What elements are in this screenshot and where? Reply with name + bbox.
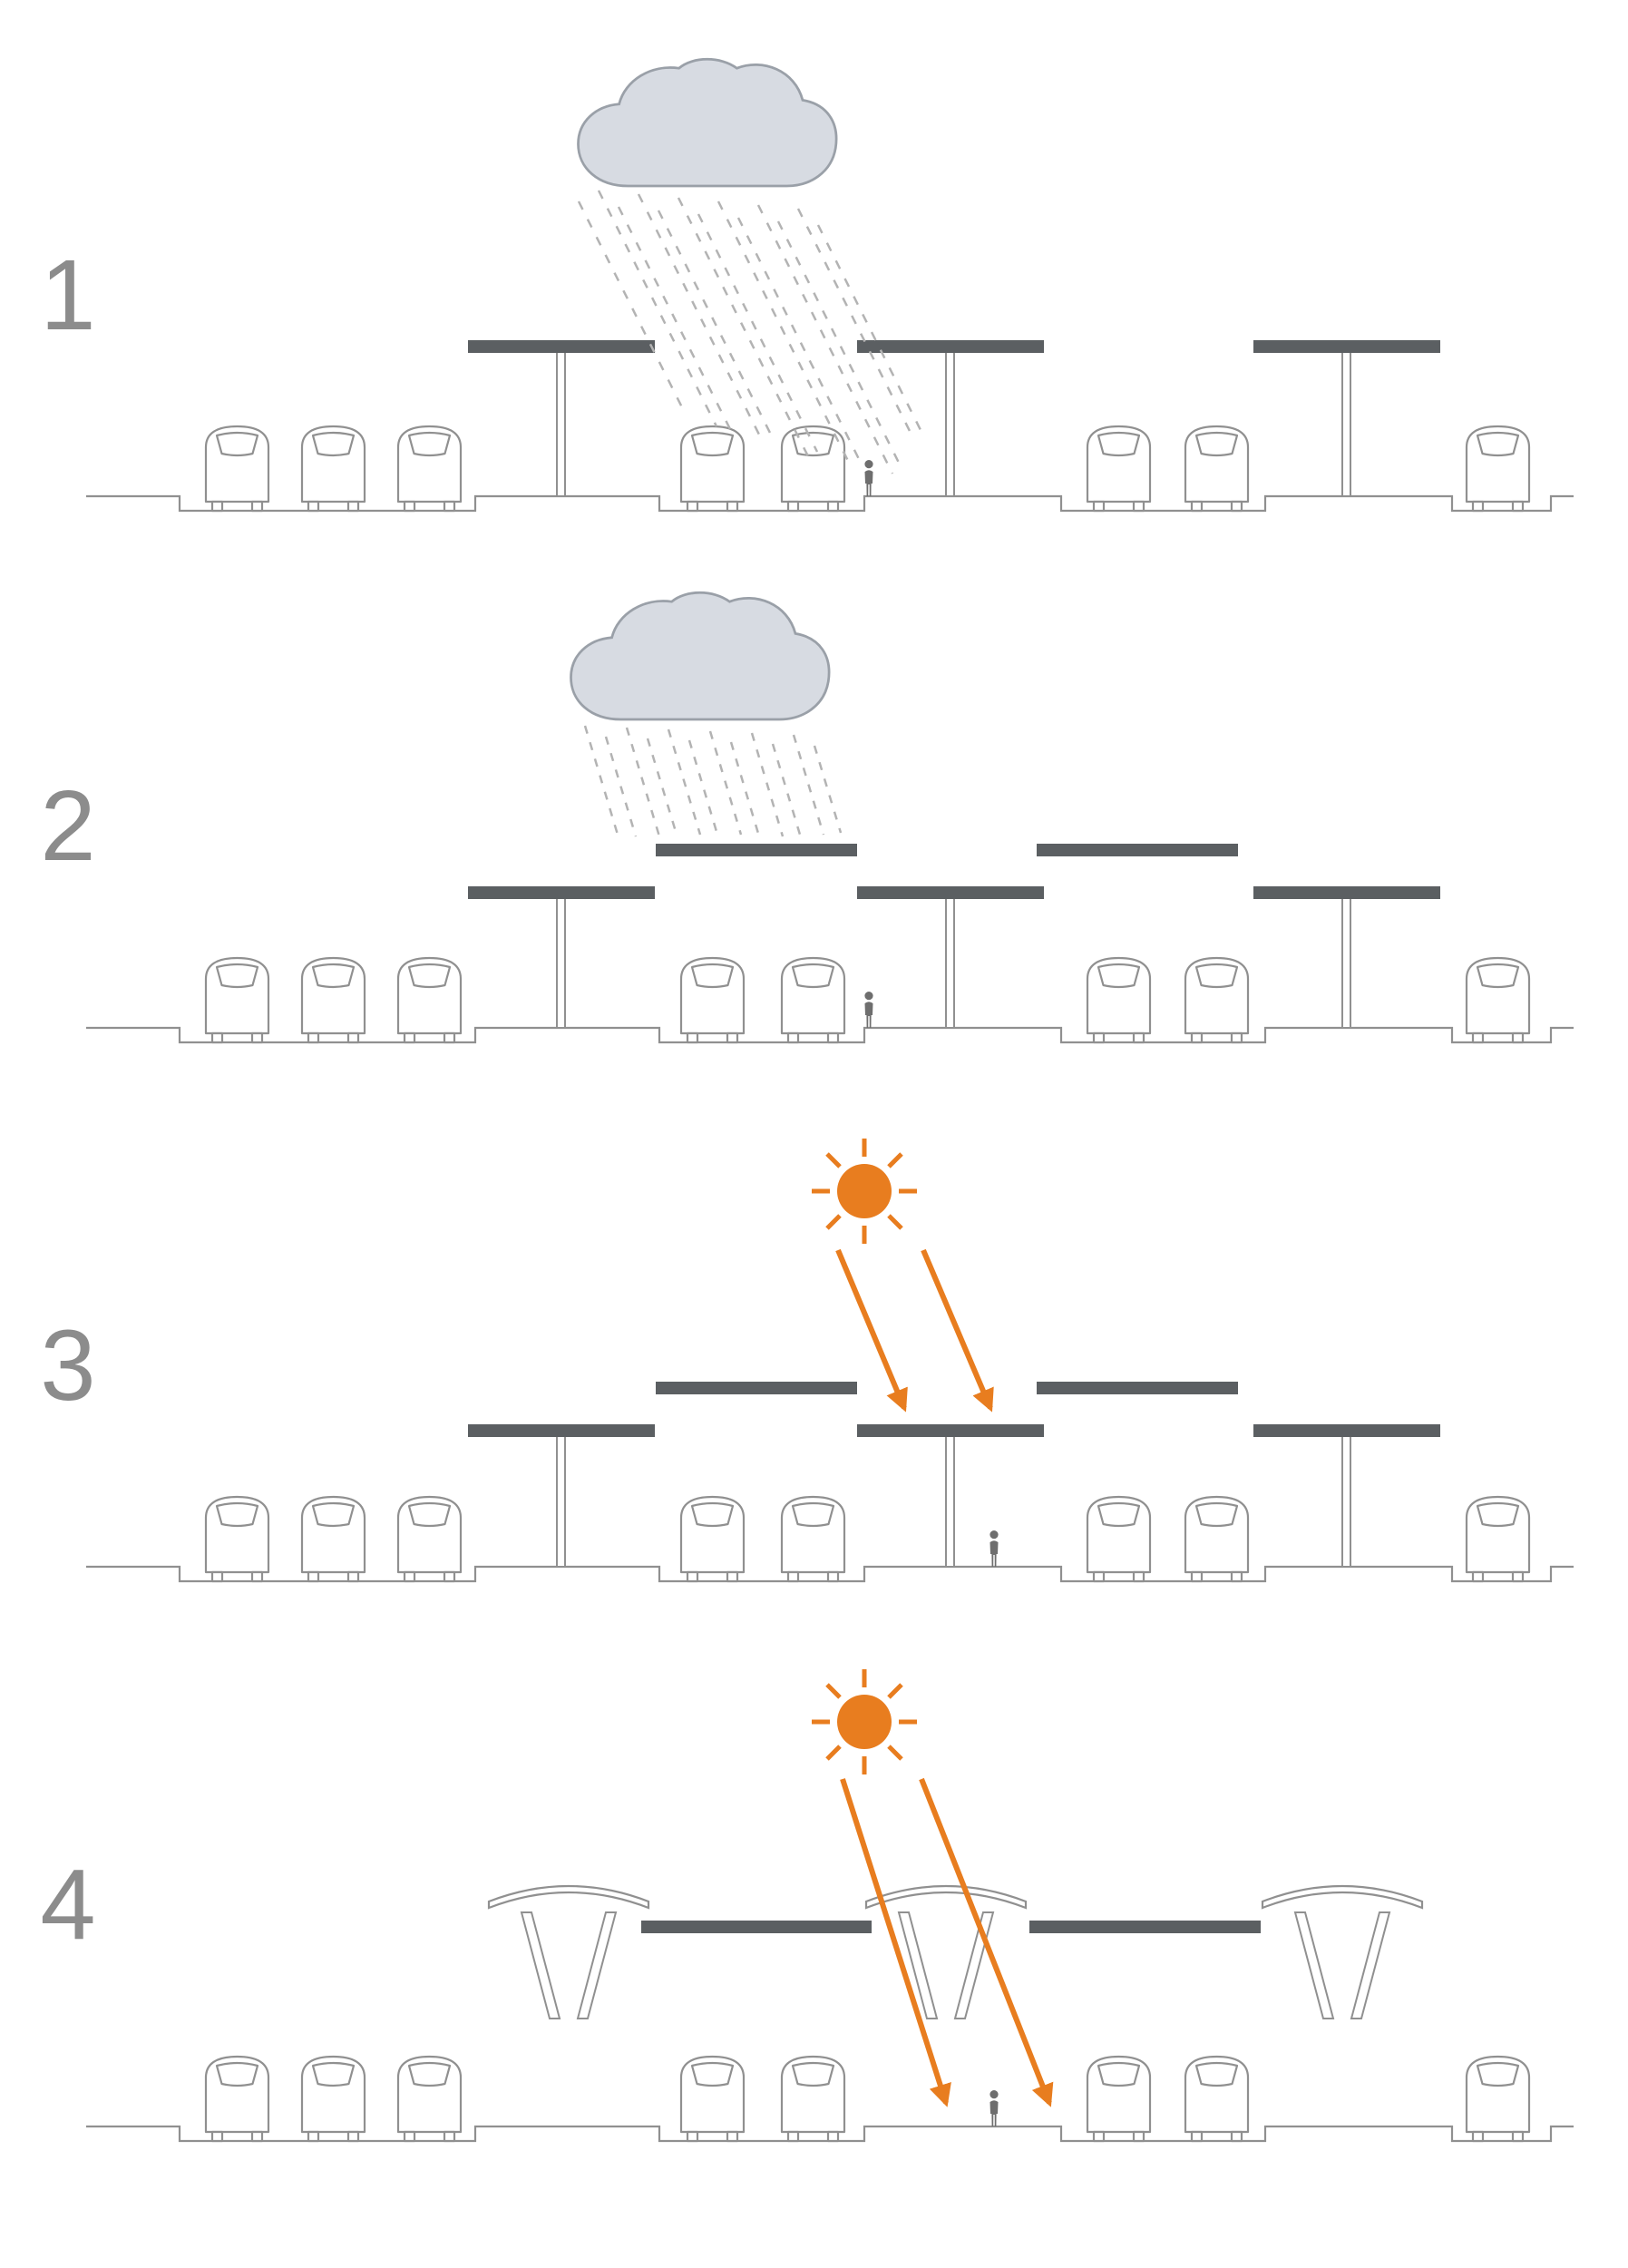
tracks-and-trains xyxy=(86,2057,1574,2141)
canopy-post xyxy=(1341,1430,1351,1568)
curved-canopy-right xyxy=(1261,1884,1424,2019)
curved-roof xyxy=(864,1884,1028,1910)
canopy-post xyxy=(945,1430,955,1568)
canopy-post xyxy=(556,346,566,497)
canopy-roof xyxy=(1253,886,1440,899)
rain-cloud-icon xyxy=(570,591,831,721)
canopy-roof xyxy=(857,340,1044,353)
panel-1-number: 1 xyxy=(40,240,95,351)
panel-3-number: 3 xyxy=(40,1310,95,1422)
canopy-roof xyxy=(857,1424,1044,1437)
canopy-post xyxy=(945,346,955,497)
flat-canopy-center xyxy=(857,886,1044,1029)
flat-canopy-left xyxy=(468,340,655,497)
canopy-post xyxy=(1341,892,1351,1029)
flat-infill-canopy-left xyxy=(641,1921,872,1933)
v-support-leg xyxy=(897,1911,939,2019)
panel-2-number: 2 xyxy=(40,770,95,882)
v-support-leg xyxy=(1293,1911,1335,2019)
person-icon xyxy=(989,2090,999,2126)
upper-canopy-right xyxy=(1037,844,1238,856)
v-support-leg xyxy=(953,1911,995,2019)
upper-canopy-right xyxy=(1037,1382,1238,1394)
rain-cloud-icon xyxy=(577,57,838,188)
panel-3: 3 xyxy=(40,1139,1574,1581)
panel-4: 4 xyxy=(40,1669,1574,2141)
curved-canopy-left xyxy=(487,1884,650,2019)
v-support-leg xyxy=(576,1911,618,2019)
curved-canopy-center xyxy=(864,1884,1028,2019)
panel-1: 1 xyxy=(40,57,1574,511)
upper-canopy-left xyxy=(656,1382,857,1394)
flat-canopy-left xyxy=(468,886,655,1029)
person-icon xyxy=(989,1530,999,1567)
sun-icon xyxy=(812,1669,917,1774)
canopy-roof xyxy=(1253,340,1440,353)
canopy-roof xyxy=(468,886,655,899)
upper-canopy-left xyxy=(656,844,857,856)
curved-roof xyxy=(1261,1884,1424,1910)
flat-canopy-center xyxy=(857,1424,1044,1568)
canopy-post xyxy=(945,892,955,1029)
flat-canopy-left xyxy=(468,1424,655,1568)
sun-icon xyxy=(812,1139,917,1244)
canopy-post xyxy=(556,892,566,1029)
canopy-roof xyxy=(1253,1424,1440,1437)
flat-canopy-center xyxy=(857,340,1044,497)
person-icon xyxy=(864,460,873,496)
canopy-roof xyxy=(468,1424,655,1437)
curved-roof xyxy=(487,1884,650,1910)
canopy-roof xyxy=(857,886,1044,899)
person-icon xyxy=(864,992,873,1028)
v-support-leg xyxy=(1350,1911,1391,2019)
flat-canopy-right xyxy=(1253,340,1440,497)
canopy-post xyxy=(1341,346,1351,497)
rain-lines xyxy=(577,190,924,474)
v-support-leg xyxy=(520,1911,561,2019)
flat-canopy-right xyxy=(1253,886,1440,1029)
sun-ray-arrows xyxy=(835,1248,994,1413)
flat-canopy-right xyxy=(1253,1424,1440,1568)
sun-ray-arrows xyxy=(840,1777,1054,2107)
panel-4-number: 4 xyxy=(40,1849,95,1960)
rain-lines xyxy=(583,725,843,837)
flat-infill-canopy-right xyxy=(1029,1921,1261,1933)
panel-2: 2 xyxy=(40,591,1574,1042)
canopy-roof xyxy=(468,340,655,353)
canopy-post xyxy=(556,1430,566,1568)
